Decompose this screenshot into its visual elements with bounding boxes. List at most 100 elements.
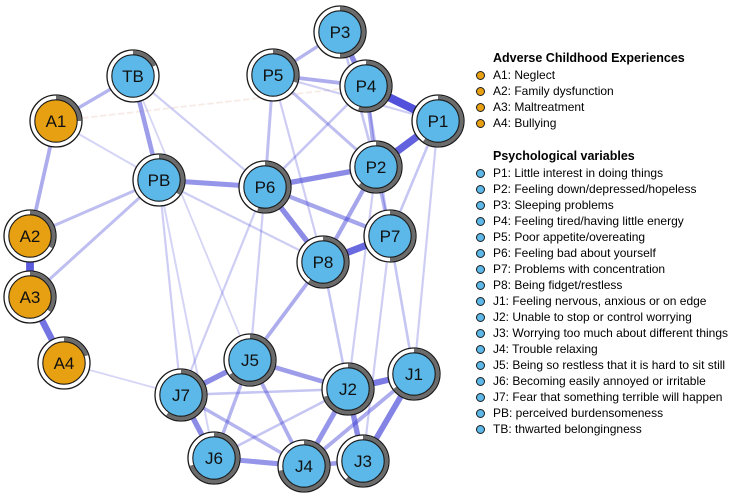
edge-p1-j1	[412, 119, 440, 376]
legend-item: P6: Feeling bad about yourself	[476, 245, 749, 261]
edge-tb-p6	[131, 74, 267, 189]
legend-item: J7: Fear that something terrible will ha…	[476, 389, 749, 405]
node-core	[368, 214, 412, 258]
node-label: TB	[122, 67, 144, 86]
node-pb: PB	[132, 153, 186, 207]
node-j2: J2	[321, 362, 375, 416]
legend-item-label: J3: Worrying too much about different th…	[493, 326, 729, 340]
legend-item-label: J7: Fear that something terrible will ha…	[493, 390, 723, 404]
legend-item: TB: thwarted belongingness	[476, 421, 749, 437]
legend-dot-icon	[476, 118, 485, 128]
edge-p7-j3	[361, 234, 392, 463]
legend-item-label: A3: Maltreatment	[493, 100, 585, 114]
predictability-arc	[29, 271, 56, 312]
legend-item-label: PB: perceived burdensomeness	[493, 406, 664, 420]
legend-item: A3: Maltreatment	[476, 99, 749, 115]
legend-item: PB: perceived burdensomeness	[476, 405, 749, 421]
legend-item: J5: Being so restless that it is hard to…	[476, 357, 749, 373]
predictability-arc	[323, 363, 374, 415]
node-label: P2	[366, 158, 387, 177]
legend-item: P5: Poor appetite/overeating	[476, 229, 749, 245]
legend-dot-icon	[476, 264, 485, 274]
legend-item: P8: Being fidget/restless	[476, 277, 749, 293]
legend-item: J6: Becoming easily annoyed or irritable	[476, 373, 749, 389]
legend-dot-icon	[476, 168, 485, 178]
node-core	[159, 373, 203, 417]
legend-item: P3: Sleeping problems	[476, 197, 749, 213]
network-graph: A1A2A3A4TBPBP1P2P3P4P5P6P7P8J1J2J3J4J5J6…	[3, 5, 465, 493]
node-j5: J5	[223, 333, 277, 387]
legend-dot-icon	[476, 344, 485, 354]
legend-dot-icon	[476, 200, 485, 210]
node-j1: J1	[387, 347, 441, 401]
legend-item-label: J1: Feeling nervous, anxious or on edge	[493, 294, 707, 308]
node-label: A4	[54, 354, 75, 373]
predictability-arc	[166, 369, 207, 421]
legend-dot-icon	[476, 424, 485, 434]
node-j6: J6	[187, 431, 241, 485]
predictability-arc	[393, 348, 440, 400]
legend-item-label: P7: Problems with concentration	[493, 262, 666, 276]
node-core	[318, 10, 362, 54]
node-label: A1	[46, 112, 67, 131]
legend-item: P2: Feeling down/depressed/hopeless	[476, 181, 749, 197]
node-a1: A1	[29, 94, 83, 148]
node-core	[8, 214, 52, 258]
legend-item-label: P5: Poor appetite/overeating	[493, 230, 646, 244]
node-j4: J4	[277, 439, 331, 493]
legend-item: A1: Neglect	[476, 67, 749, 83]
node-core	[34, 99, 78, 143]
node-core	[326, 367, 370, 411]
node-label: P1	[428, 112, 449, 131]
predictability-arc	[358, 141, 402, 193]
node-p8: P8	[296, 235, 350, 289]
node-label: PB	[148, 171, 171, 190]
predictability-arc	[55, 95, 82, 122]
edge-tb-j5	[132, 75, 251, 361]
node-label: A2	[20, 227, 41, 246]
legend-item: P1: Little interest in doing things	[476, 165, 749, 181]
legend-item-label: TB: thwarted belongingness	[493, 422, 642, 436]
node-p6: P6	[238, 160, 292, 214]
edge-p6-j7	[179, 185, 267, 397]
predictability-arc	[339, 6, 366, 58]
legend-item-label: A1: Neglect	[493, 68, 556, 82]
node-a2: A2	[3, 209, 57, 263]
node-core	[392, 352, 436, 396]
legend-spacer	[476, 131, 749, 148]
edge-pb-j7	[157, 178, 183, 397]
legend-item: P7: Problems with concentration	[476, 261, 749, 277]
node-layer: A1A2A3A4TBPBP1P2P3P4P5P6P7P8J1J2J3J4J5J6…	[3, 5, 465, 493]
predictability-arc	[345, 435, 389, 487]
node-label: P5	[263, 66, 284, 85]
legend-item-label: J6: Becoming easily annoyed or irritable	[493, 374, 706, 388]
legend-dot-icon	[476, 86, 485, 96]
node-p4: P4	[339, 59, 393, 113]
node-a3: A3	[3, 270, 57, 324]
edge-pb-p8	[157, 178, 325, 264]
node-j7: J7	[154, 368, 208, 422]
edge-j7-j2	[179, 387, 350, 397]
predictability-arc	[389, 210, 416, 262]
node-label: P3	[330, 23, 351, 42]
node-p5: P5	[246, 48, 300, 102]
node-core	[111, 54, 155, 98]
node-label: P7	[380, 227, 401, 246]
node-label: J4	[295, 457, 313, 476]
node-p2: P2	[349, 140, 403, 194]
legend-dot-icon	[476, 328, 485, 338]
legend-dot-icon	[476, 248, 485, 258]
predictability-arc	[29, 210, 56, 249]
node-core	[8, 275, 52, 319]
legend-dot-icon	[476, 376, 485, 386]
legend-dot-icon	[476, 392, 485, 402]
legend-item: P4: Feeling tired/having little energy	[476, 213, 749, 229]
legend-item-label: A2: Family dysfunction	[493, 84, 614, 98]
node-core	[192, 436, 236, 480]
node-core	[251, 53, 295, 97]
legend-dot-icon	[476, 280, 485, 290]
legend-group-title: Psychological variables	[493, 149, 635, 163]
predictability-arc	[132, 50, 156, 68]
legend-item: A2: Family dysfunction	[476, 83, 749, 99]
edge-a1-p4	[55, 85, 367, 122]
